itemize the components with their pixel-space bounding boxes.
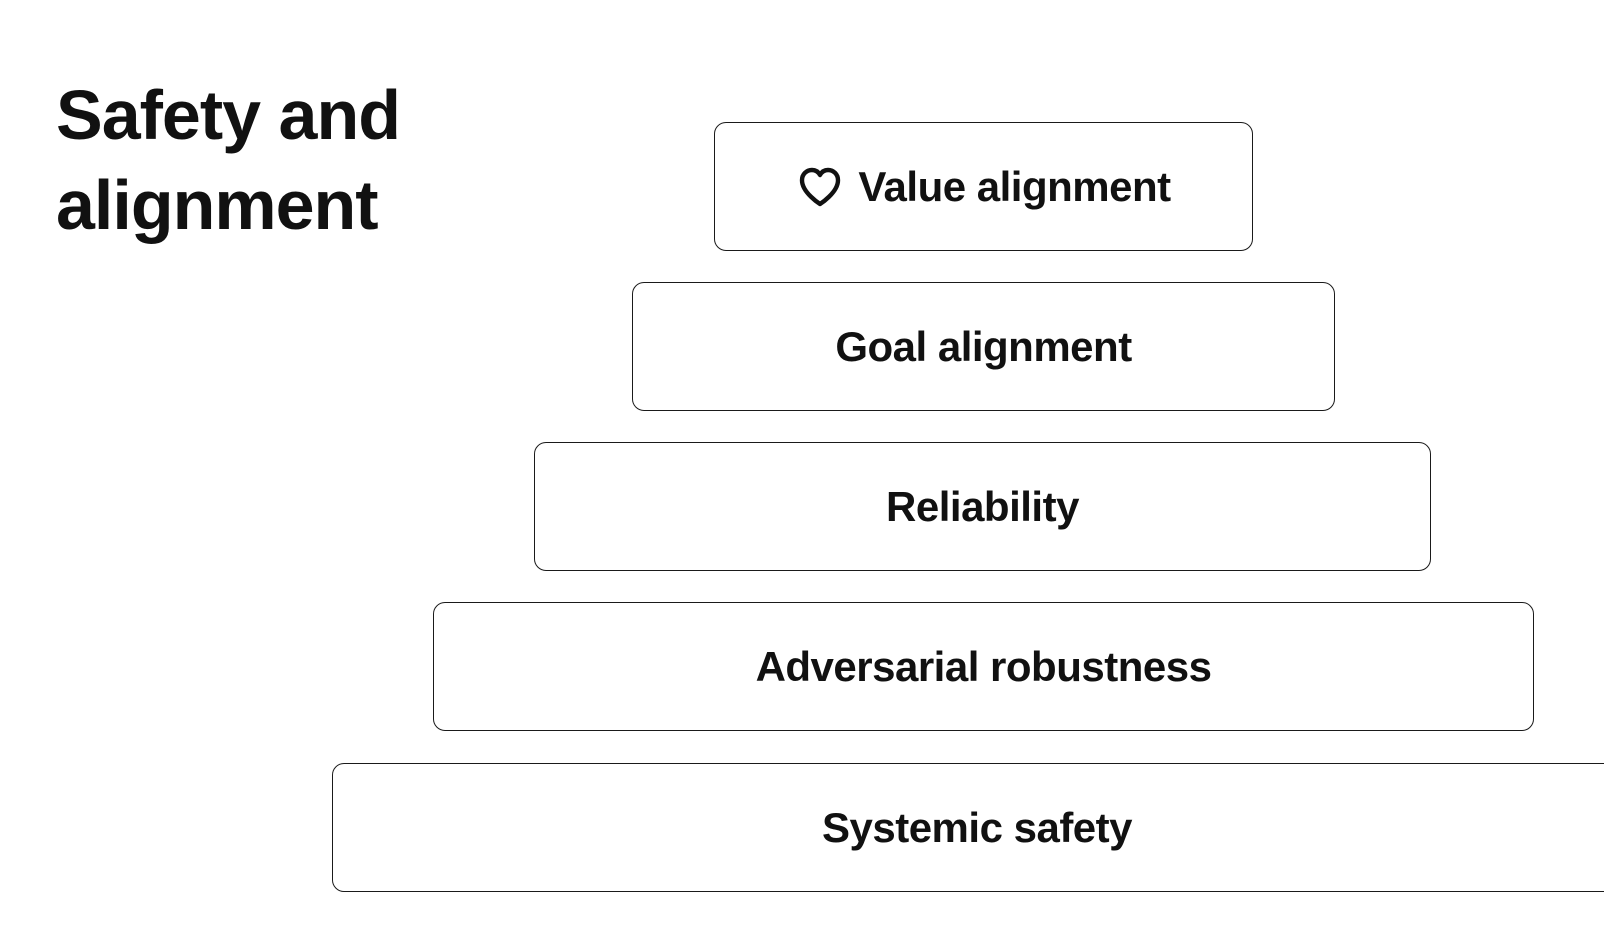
layer-label: Reliability (886, 482, 1079, 530)
heart-icon (796, 163, 844, 211)
layer-value-alignment: Value alignment (714, 122, 1253, 251)
layer-label: Systemic safety (821, 803, 1133, 851)
layer-label: Value alignment (858, 162, 1171, 210)
layer-adversarial-robustness: Adversarial robustness (433, 602, 1534, 731)
title-line-1: Safety and (56, 76, 401, 154)
layer-label: Adversarial robustness (755, 642, 1212, 690)
layer-label: Goal alignment (835, 322, 1132, 370)
layer-reliability: Reliability (534, 442, 1431, 571)
layer-goal-alignment: Goal alignment (632, 282, 1335, 411)
title-line-2: alignment (56, 166, 379, 244)
layer-systemic-safety: Systemic safety (332, 763, 1604, 892)
page-title: Safety and alignment (56, 70, 496, 250)
